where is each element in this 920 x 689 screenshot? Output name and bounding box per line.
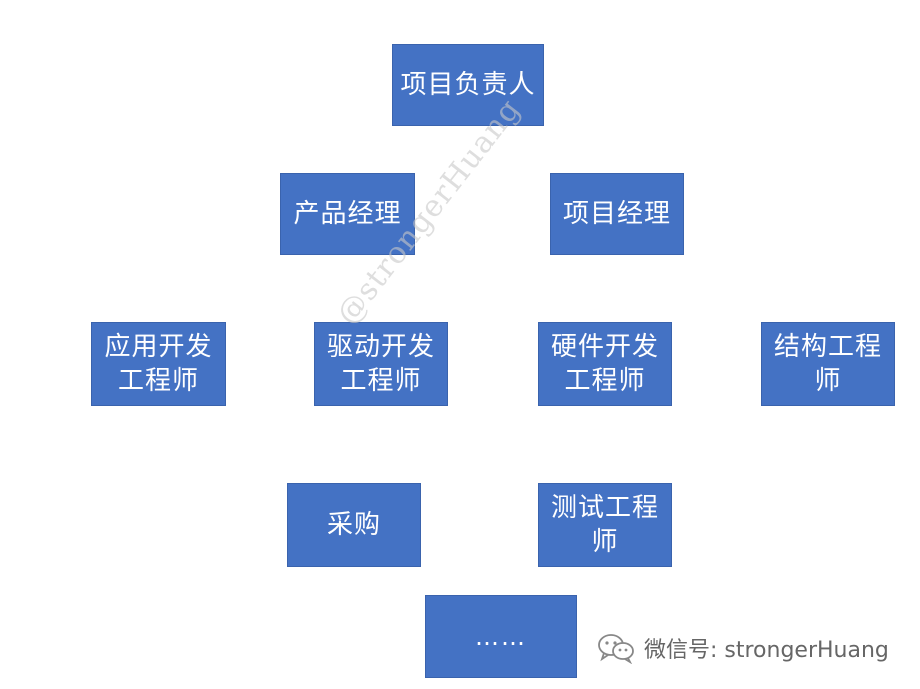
box-label: …… (475, 622, 527, 651)
box-label: 采购 (326, 510, 381, 540)
box-label: 产品经理 (293, 199, 402, 229)
box-hardware-engineer: 硬件开发 工程师 (538, 322, 672, 406)
box-label: 驱动开发 工程师 (326, 332, 435, 396)
box-app-engineer: 应用开发 工程师 (91, 322, 226, 406)
box-procurement: 采购 (287, 483, 421, 567)
box-project-leader: 项目负责人 (392, 44, 544, 126)
box-product-manager: 产品经理 (280, 173, 415, 255)
box-project-manager: 项目经理 (550, 173, 684, 255)
box-more: …… (425, 595, 577, 678)
wechat-label: 微信号: strongerHuang (644, 638, 889, 663)
box-test-engineer: 测试工程 师 (538, 483, 672, 567)
box-label: 测试工程 师 (550, 493, 659, 557)
box-label: 项目负责人 (400, 70, 536, 100)
wechat-icon (598, 634, 634, 664)
wechat-footer: 微信号: strongerHuang (596, 632, 889, 664)
box-driver-engineer: 驱动开发 工程师 (314, 322, 448, 406)
box-label: 应用开发 工程师 (104, 332, 213, 396)
box-label: 结构工程 师 (773, 332, 882, 396)
box-mechanical-engineer: 结构工程 师 (761, 322, 895, 406)
box-label: 项目经理 (562, 199, 671, 229)
box-label: 硬件开发 工程师 (550, 332, 659, 396)
